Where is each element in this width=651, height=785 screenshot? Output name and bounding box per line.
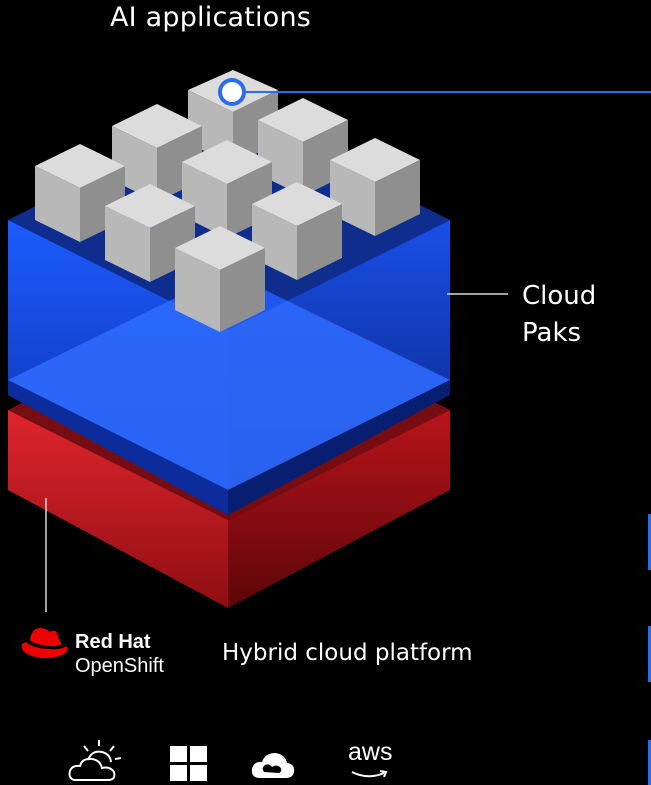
edge-bar (648, 740, 651, 785)
title-ai-applications: AI applications (110, 2, 312, 33)
app-block (182, 140, 272, 238)
app-block (105, 184, 195, 282)
platform-label: Hybrid cloud platform (222, 640, 473, 666)
google-cloud-icon (251, 753, 295, 778)
app-blocks (35, 70, 420, 332)
redhat-hat-icon (21, 628, 68, 659)
cloud-paks-label: Cloud Paks (522, 281, 597, 348)
aws-icon: aws (348, 738, 392, 784)
ibm-cloud-icon (68, 740, 122, 781)
app-block (175, 226, 265, 332)
windows-icon (170, 746, 207, 781)
app-block (35, 144, 125, 242)
edge-bar (648, 514, 651, 570)
openshift-logo: Red Hat OpenShift (75, 631, 164, 677)
edge-bar (648, 626, 651, 682)
